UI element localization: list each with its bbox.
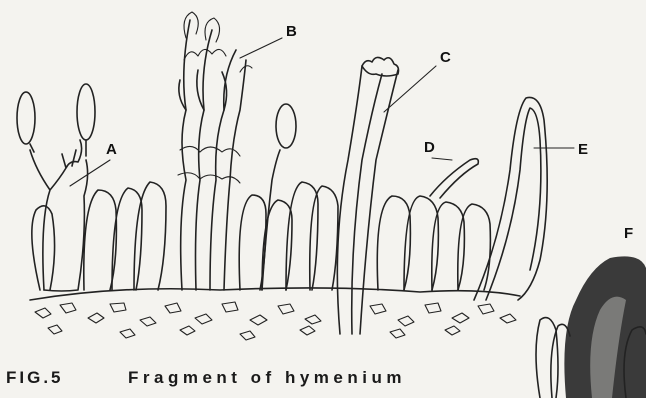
structure-d-outgrowth <box>430 159 478 198</box>
structure-b-hyphae <box>178 12 252 290</box>
label-b: B <box>286 23 297 40</box>
subhymenium-layer <box>30 288 520 340</box>
label-leaders <box>70 38 574 186</box>
structure-f-inset <box>536 256 646 398</box>
label-d: D <box>424 139 435 156</box>
label-a: A <box>106 141 117 158</box>
label-c: C <box>440 49 451 66</box>
figure-title: Fragment of hymenium <box>128 368 406 387</box>
label-f: F <box>624 225 633 242</box>
label-e: E <box>578 141 588 158</box>
structure-c-cystidium <box>337 57 398 334</box>
figure-number: FIG.5 <box>6 368 128 388</box>
structure-e-cystidium <box>474 97 547 300</box>
paraphyses <box>32 182 491 290</box>
